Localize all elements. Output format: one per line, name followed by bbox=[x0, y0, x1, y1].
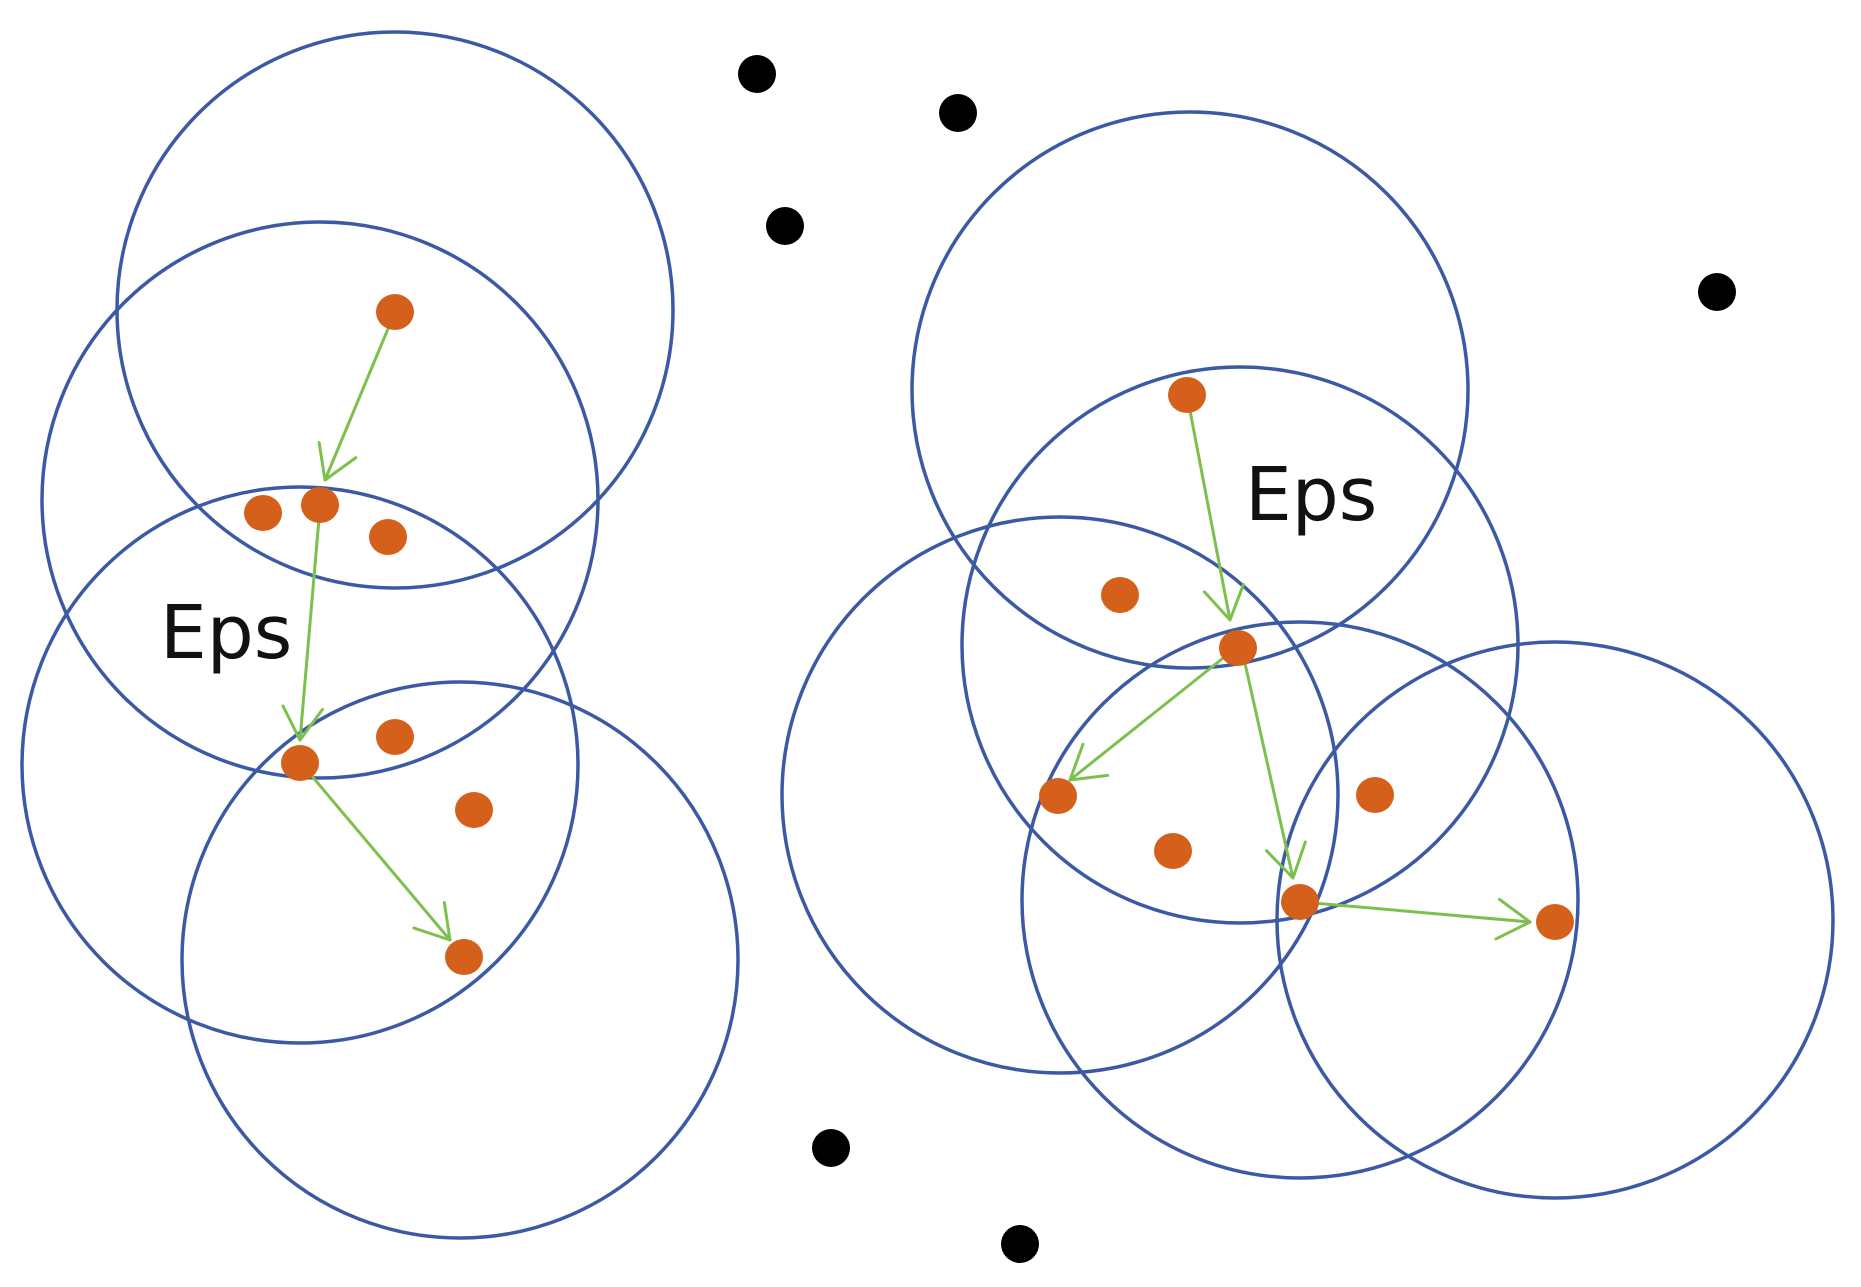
eps-label-left: Eps bbox=[160, 590, 292, 676]
eps-circle bbox=[1020, 620, 1580, 1180]
reachability-arrow bbox=[1300, 897, 1532, 941]
data-points bbox=[244, 55, 1736, 1263]
density-reachability-arrows bbox=[281, 310, 1532, 942]
core-point bbox=[376, 294, 414, 330]
reachability-arrow bbox=[298, 760, 452, 942]
core-point bbox=[1168, 377, 1206, 413]
noise-point bbox=[766, 207, 804, 245]
core-point bbox=[1101, 577, 1139, 613]
eps-circle bbox=[1275, 640, 1835, 1200]
core-point bbox=[1536, 904, 1574, 940]
core-point bbox=[1356, 777, 1394, 813]
reachability-arrow bbox=[281, 505, 325, 742]
reachability-arrow bbox=[317, 310, 397, 482]
eps-circle bbox=[40, 220, 600, 780]
eps-circle bbox=[910, 110, 1470, 670]
core-point bbox=[1154, 833, 1192, 869]
reachability-arrow bbox=[1185, 393, 1245, 622]
core-point bbox=[1281, 884, 1319, 920]
eps-label-right: Eps bbox=[1245, 452, 1377, 538]
eps-circle bbox=[780, 515, 1340, 1075]
core-point bbox=[244, 495, 282, 531]
noise-point bbox=[1698, 273, 1736, 311]
core-point bbox=[1219, 630, 1257, 666]
eps-neighborhood-circles bbox=[20, 30, 1835, 1240]
reachability-arrow bbox=[1068, 645, 1239, 782]
core-point bbox=[455, 792, 493, 828]
core-point bbox=[376, 719, 414, 755]
core-point bbox=[301, 487, 339, 523]
noise-point bbox=[1001, 1225, 1039, 1263]
noise-point bbox=[812, 1129, 850, 1167]
reachability-arrow bbox=[1240, 648, 1307, 880]
eps-circle bbox=[180, 680, 740, 1240]
labels: Eps Eps bbox=[160, 452, 1377, 676]
core-point bbox=[1039, 778, 1077, 814]
core-point bbox=[369, 519, 407, 555]
eps-circle bbox=[20, 485, 580, 1045]
core-point bbox=[281, 745, 319, 781]
noise-point bbox=[738, 55, 776, 93]
noise-point bbox=[939, 94, 977, 132]
core-point bbox=[445, 939, 483, 975]
